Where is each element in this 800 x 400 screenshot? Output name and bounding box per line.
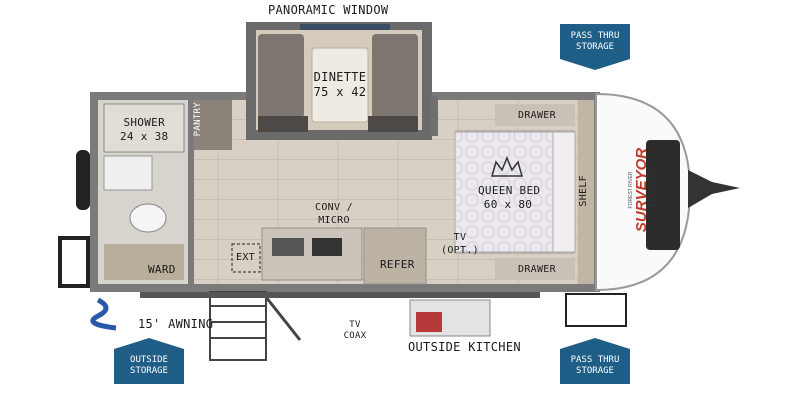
bed-pillow-area bbox=[552, 131, 576, 253]
pantry bbox=[190, 100, 232, 150]
badge-line-1: OUTSIDE bbox=[130, 354, 168, 365]
panoramic-window-glass bbox=[300, 24, 390, 30]
queen-bed-label: QUEEN BED 60 x 80 bbox=[478, 184, 541, 212]
badge-line-1: PASS THRU bbox=[570, 30, 620, 41]
outside-kitchen-label: OUTSIDE KITCHEN bbox=[408, 340, 521, 354]
dinette-back-left bbox=[258, 116, 308, 132]
tv-coax-label: TV COAX bbox=[340, 320, 370, 343]
shower-label-name: SHOWER bbox=[123, 116, 165, 129]
badge-line-1: PASS THRU bbox=[570, 354, 620, 365]
badge-line-2: STORAGE bbox=[130, 366, 168, 376]
tv-opt-label: TV (OPT.) bbox=[440, 232, 480, 257]
dinette-table bbox=[311, 47, 369, 123]
door-swing bbox=[260, 291, 302, 341]
conv-micro-label: CONV / MICRO bbox=[314, 202, 354, 227]
tv-coax-top: TV bbox=[349, 320, 361, 330]
shower bbox=[103, 103, 185, 153]
dinette-label-size: 75 x 42 bbox=[313, 85, 367, 99]
toilet bbox=[129, 203, 167, 233]
pass-thru-storage-top-badge: PASS THRU STORAGE bbox=[560, 24, 630, 70]
hose-icon bbox=[90, 297, 117, 331]
hitch bbox=[688, 170, 740, 208]
dinette-back-right bbox=[368, 116, 418, 132]
outside-storage-badge: OUTSIDE STORAGE bbox=[114, 338, 184, 384]
wardrobe bbox=[104, 244, 184, 280]
bath-door-wall bbox=[188, 100, 194, 284]
drawer-top bbox=[495, 104, 575, 126]
rear-ladder bbox=[58, 236, 90, 288]
conv-label: CONV / bbox=[315, 202, 353, 213]
shower-label-size: 24 x 38 bbox=[120, 129, 169, 143]
refer-label: REFER bbox=[380, 258, 415, 271]
ext-box bbox=[231, 243, 261, 273]
microwave bbox=[312, 238, 342, 256]
tv-label: TV bbox=[453, 232, 467, 243]
bedroom-wall bbox=[430, 96, 438, 136]
drawer-bottom bbox=[495, 258, 575, 280]
drawer-top-label: DRAWER bbox=[518, 110, 556, 121]
ward-label: WARD bbox=[148, 263, 176, 276]
brand-sub: LEGEND bbox=[648, 173, 657, 207]
awning-rail bbox=[140, 292, 540, 298]
badge-line-2: STORAGE bbox=[576, 366, 614, 376]
crown-icon bbox=[491, 156, 523, 177]
micro-label: MICRO bbox=[318, 214, 350, 226]
sink-counter bbox=[103, 155, 153, 191]
queen-bed-label-name: QUEEN BED bbox=[478, 184, 541, 197]
dinette-label: DINETTE 75 x 42 bbox=[312, 70, 368, 100]
entry-steps bbox=[209, 291, 267, 361]
brand-logo: FOREST RIVER SURVEYOR LEGEND bbox=[628, 135, 658, 245]
queen-bed bbox=[454, 131, 554, 253]
queen-bed-label-size: 60 x 80 bbox=[483, 197, 533, 211]
ext-label: EXT bbox=[236, 252, 255, 263]
spare-tire bbox=[76, 150, 90, 210]
tv-opt-sub-label: (OPT.) bbox=[441, 244, 479, 256]
pantry-label: PANTRY bbox=[193, 102, 203, 137]
shelf-label: SHELF bbox=[578, 175, 589, 207]
dinette-seat-right bbox=[372, 34, 418, 118]
drawer-bottom-label: DRAWER bbox=[518, 264, 556, 275]
shelf bbox=[578, 100, 594, 284]
shower-label: SHOWER 24 x 38 bbox=[120, 116, 168, 144]
front-storage-box bbox=[565, 293, 627, 327]
dinette-label-name: DINETTE bbox=[313, 70, 367, 84]
dinette-seat-left bbox=[258, 34, 304, 118]
fridge bbox=[363, 227, 427, 285]
front-window bbox=[646, 140, 680, 250]
tv-coax-bottom: COAX bbox=[343, 331, 367, 342]
pass-thru-storage-bottom-badge: PASS THRU STORAGE bbox=[560, 338, 630, 384]
stove bbox=[272, 238, 304, 256]
awning-label: 15' AWNING bbox=[138, 317, 214, 331]
brand-name: SURVEYOR bbox=[633, 147, 650, 233]
badge-line-2: STORAGE bbox=[576, 42, 614, 52]
panoramic-window-label: PANORAMIC WINDOW bbox=[268, 3, 389, 17]
